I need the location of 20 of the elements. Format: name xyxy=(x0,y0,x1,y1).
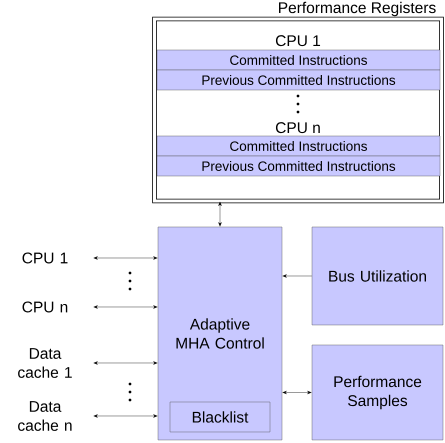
panel-label: CPU n xyxy=(276,122,320,134)
arrow xyxy=(282,274,312,278)
arrow xyxy=(94,256,158,260)
port-label: Data cache n xyxy=(18,401,72,431)
arrow xyxy=(218,202,222,226)
register-row: Previous Committed Instructions xyxy=(156,156,440,176)
register-row: Committed Instructions xyxy=(156,50,440,70)
arrow xyxy=(94,305,158,309)
process-box: Performance Samples xyxy=(312,344,444,440)
port-label: Data cache 1 xyxy=(18,348,72,378)
list-box: Blacklist xyxy=(170,402,270,432)
arrow xyxy=(282,390,312,394)
arrow xyxy=(94,361,158,365)
arrow xyxy=(94,414,158,418)
port-label: CPU n xyxy=(22,302,68,312)
register-row: Previous Committed Instructions xyxy=(156,70,440,90)
panel-label: CPU 1 xyxy=(276,35,320,46)
port-label: CPU 1 xyxy=(22,252,68,264)
register-row: Committed Instructions xyxy=(156,136,440,156)
process-box: Bus Utilization xyxy=(312,226,444,326)
